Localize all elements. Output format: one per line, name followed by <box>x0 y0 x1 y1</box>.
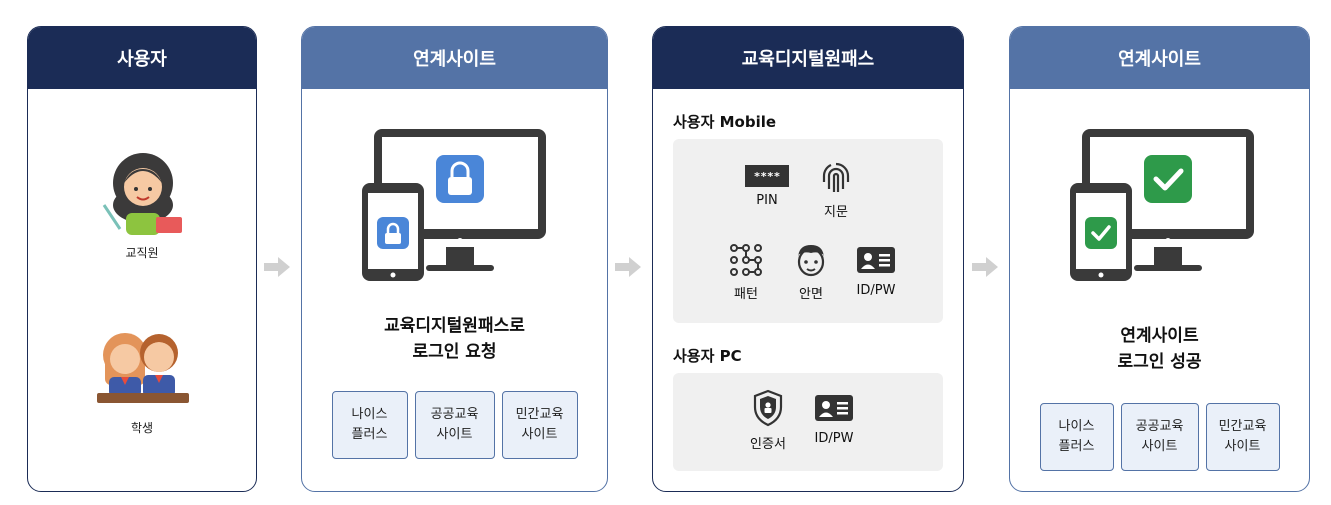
site-private-edu[interactable]: 민간교육 사이트 <box>1205 403 1280 471</box>
request-caption-line2: 로그인 요청 <box>412 342 497 362</box>
arrow-right-icon <box>972 257 998 277</box>
card-onepass-title: 교육디지털원패스 <box>653 27 963 89</box>
success-caption-line2: 로그인 성공 <box>1117 352 1202 372</box>
auth-face-label: 안면 <box>799 287 823 302</box>
site-list: 나이스 플러스 공공교육 사이트 민간교육 사이트 <box>1010 403 1309 471</box>
card-edu-digital-onepass: 교육디지털원패스 사용자 Mobile **** PIN 지문 <box>652 26 964 492</box>
auth-pin-label: PIN <box>756 193 778 208</box>
auth-idpw-pc[interactable]: ID/PW <box>799 391 869 446</box>
students-icon <box>97 333 189 403</box>
auth-certificate[interactable]: 인증서 <box>733 389 803 452</box>
certificate-shield-icon <box>753 389 783 427</box>
student-label: 학생 <box>130 421 154 435</box>
teacher-icon <box>102 153 182 235</box>
site-public-edu[interactable]: 공공교육 사이트 <box>1120 403 1199 471</box>
id-card-icon <box>857 247 895 273</box>
fingerprint-icon <box>822 162 850 192</box>
card-linked-site-request: 연계사이트 교육디지털원패스로 로그인 요청 나이스 플러스 공공교육 사이트 … <box>301 26 608 492</box>
id-card-icon <box>815 395 853 421</box>
face-icon <box>797 245 825 277</box>
mobile-auth-panel: **** PIN 지문 패턴 <box>673 139 943 323</box>
pin-mask-text: **** <box>754 170 781 183</box>
auth-pattern[interactable]: 패턴 <box>711 243 781 302</box>
card-linked-site-title: 연계사이트 <box>302 27 607 89</box>
card-user: 사용자 교직원 학생 <box>27 26 257 492</box>
site-private-edu[interactable]: 민간교육 사이트 <box>501 391 578 459</box>
arrow-right-icon <box>615 257 641 277</box>
auth-idpw-pc-label: ID/PW <box>814 431 854 446</box>
auth-face[interactable]: 안면 <box>776 243 846 302</box>
auth-fingerprint[interactable]: 지문 <box>801 161 871 220</box>
arrow-right-icon <box>264 257 290 277</box>
teacher-label: 교직원 <box>125 246 159 260</box>
auth-certificate-label: 인증서 <box>750 437 786 452</box>
pin-icon: **** <box>745 165 789 187</box>
auth-idpw-mobile[interactable]: ID/PW <box>841 243 911 298</box>
request-caption-line1: 교육디지털원패스로 <box>384 316 525 336</box>
success-caption-line1: 연계사이트 <box>1120 326 1199 346</box>
site-neis-plus[interactable]: 나이스 플러스 <box>1039 403 1114 471</box>
site-public-edu[interactable]: 공공교육 사이트 <box>414 391 495 459</box>
auth-pattern-label: 패턴 <box>734 287 758 302</box>
site-neis-plus[interactable]: 나이스 플러스 <box>331 391 408 459</box>
site-list: 나이스 플러스 공공교육 사이트 민간교육 사이트 <box>302 391 607 459</box>
pattern-icon <box>730 244 762 276</box>
mobile-section-title: 사용자 Mobile <box>673 113 777 131</box>
devices-check-icon <box>1070 129 1254 281</box>
auth-fingerprint-label: 지문 <box>824 205 848 220</box>
card-user-title: 사용자 <box>28 27 256 89</box>
card-linked-site-success: 연계사이트 연계사이트 로그인 성공 나이스 플러스 공공교육 사이트 민간교육… <box>1009 26 1310 492</box>
auth-pin[interactable]: **** PIN <box>732 165 802 208</box>
devices-lock-icon <box>362 129 546 281</box>
pc-section-title: 사용자 PC <box>673 347 742 365</box>
card-linked-site-success-title: 연계사이트 <box>1010 27 1309 89</box>
auth-idpw-mobile-label: ID/PW <box>856 283 896 298</box>
pc-auth-panel: 인증서 ID/PW <box>673 373 943 471</box>
